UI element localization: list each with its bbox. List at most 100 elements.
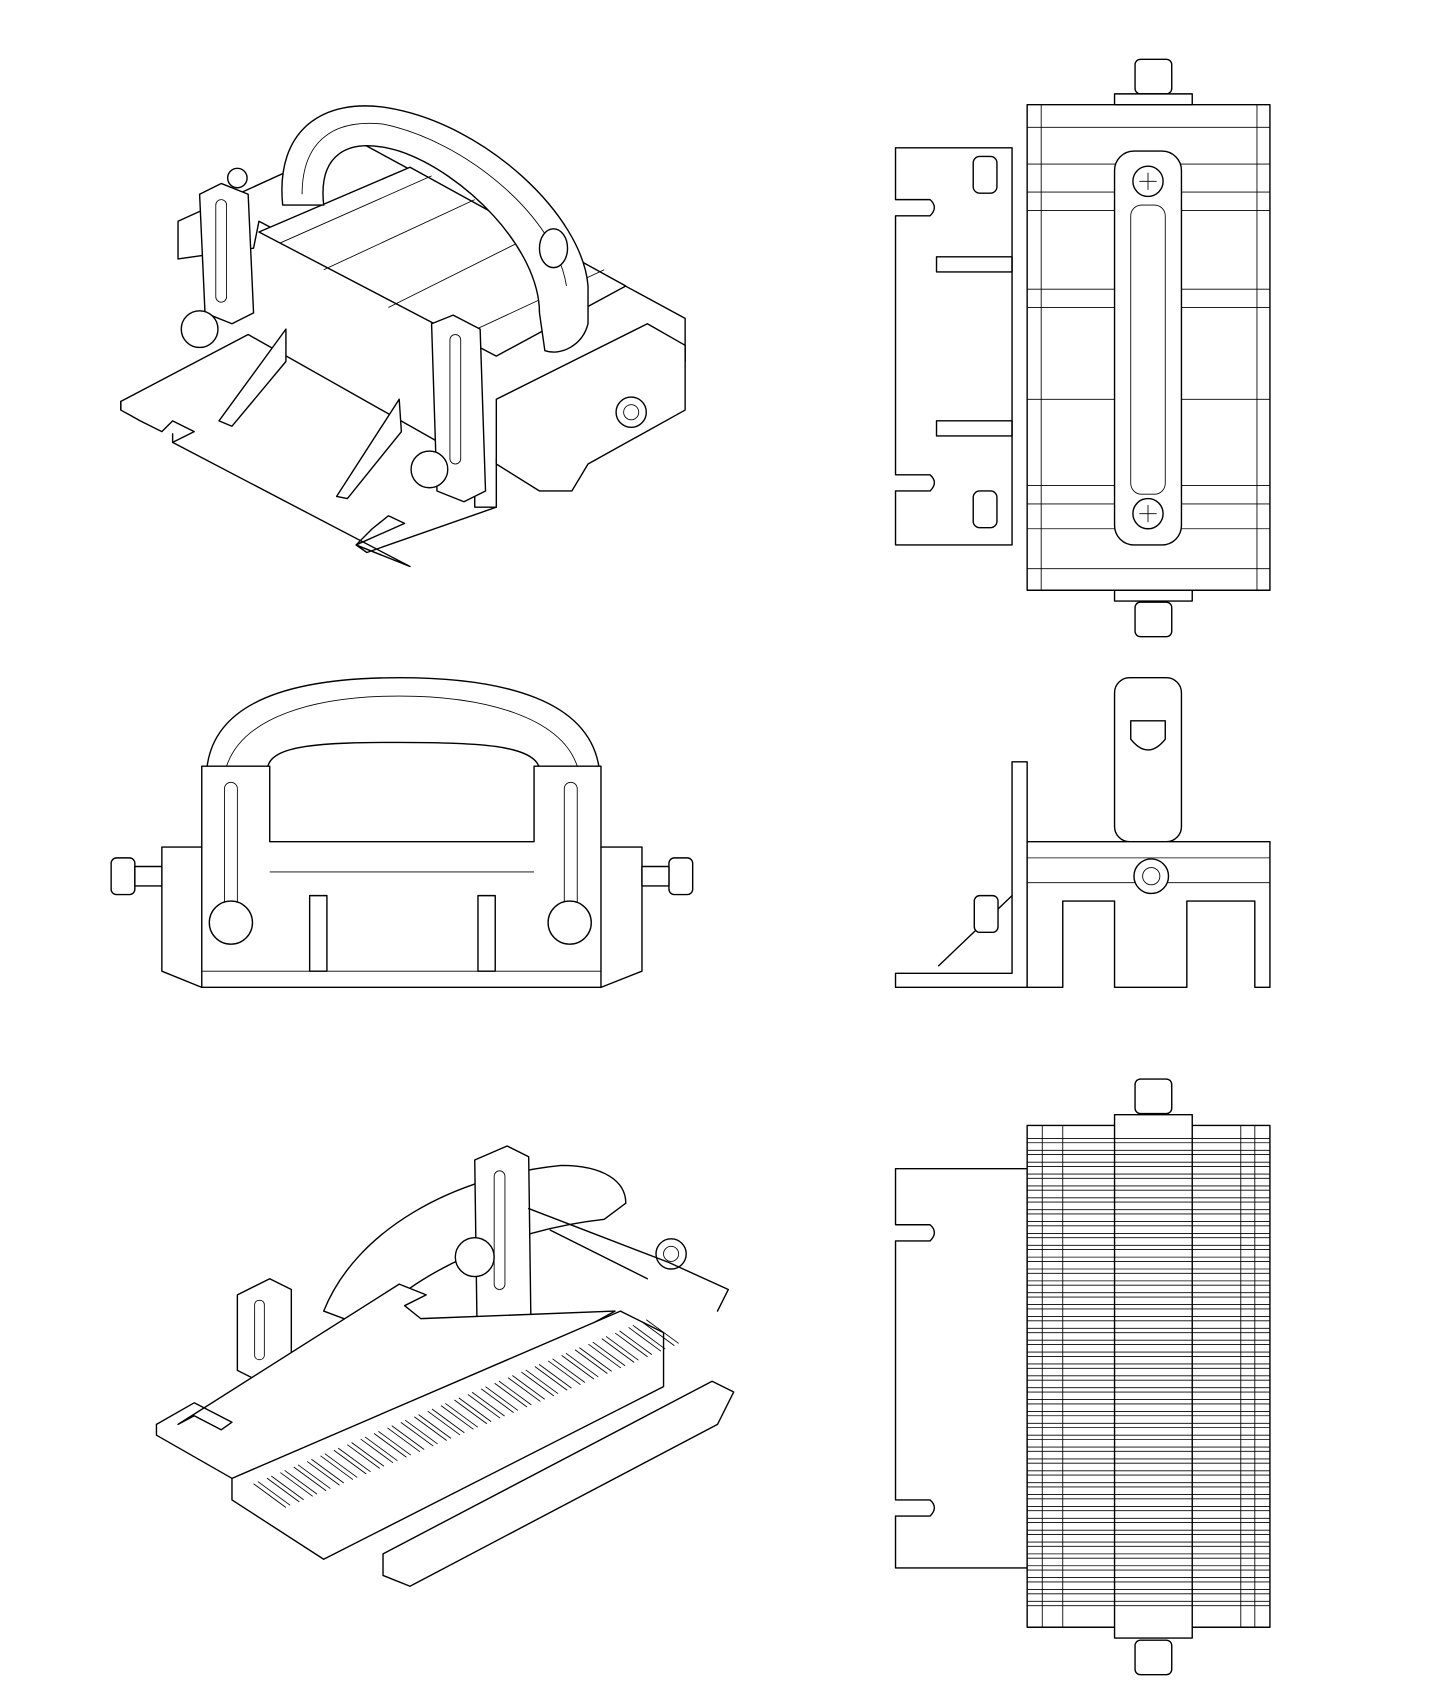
isometric-bottom-view <box>155 1145 735 1587</box>
rib <box>628 1324 666 1352</box>
rib <box>1027 1565 1270 1571</box>
rib <box>414 1414 452 1441</box>
rib <box>1027 1221 1270 1227</box>
rib <box>507 1375 545 1402</box>
rib <box>588 1341 626 1369</box>
rib <box>387 1425 425 1453</box>
rib <box>1027 1268 1270 1274</box>
base-plate <box>894 1167 1028 1569</box>
rib <box>1027 1529 1270 1535</box>
rib <box>1027 1173 1270 1179</box>
lower-rail <box>382 1380 735 1587</box>
rib <box>454 1397 492 1425</box>
side-view <box>894 676 1271 989</box>
body <box>201 765 602 989</box>
side-rail <box>495 323 686 492</box>
rib <box>641 1319 679 1346</box>
rib <box>266 1475 304 1503</box>
rib <box>547 1358 586 1386</box>
rib <box>1027 1422 1270 1429</box>
rib <box>1027 1280 1270 1286</box>
thumb-screw-top <box>1134 1078 1173 1115</box>
lock-knob <box>454 1237 495 1278</box>
rib <box>1027 1327 1270 1334</box>
upright-bracket <box>474 1145 532 1328</box>
thumb-screw-top <box>226 167 248 189</box>
rib <box>440 1403 479 1430</box>
gusset-left <box>218 328 287 427</box>
rib <box>333 1447 371 1475</box>
rib <box>1027 1316 1270 1322</box>
rib <box>467 1391 505 1419</box>
rib <box>1027 1387 1270 1393</box>
handle-hole <box>1130 720 1166 751</box>
knob-left-top <box>972 155 998 194</box>
rib <box>1027 1505 1270 1512</box>
knob <box>973 894 999 934</box>
rib <box>1027 1292 1270 1298</box>
thumb-screw <box>1133 858 1170 895</box>
top-view <box>894 58 1271 638</box>
thumb-screw-bottom <box>1134 601 1173 638</box>
bottom-view <box>894 1078 1271 1676</box>
handle-post <box>1113 676 1183 843</box>
rib <box>574 1347 612 1374</box>
rib <box>480 1386 519 1413</box>
rib <box>427 1408 465 1436</box>
rib <box>293 1464 331 1492</box>
rib <box>1027 1137 1270 1144</box>
right-bracket <box>430 314 487 503</box>
handle <box>1113 150 1183 546</box>
rib <box>1027 1304 1270 1310</box>
base-angle <box>894 761 1028 989</box>
rib <box>1027 1185 1270 1191</box>
lock-knob-left <box>180 310 219 349</box>
rib <box>280 1470 318 1497</box>
lock-knob-right <box>410 450 449 489</box>
handle <box>281 105 589 353</box>
rib <box>1027 1161 1270 1167</box>
top-channel <box>258 166 627 357</box>
rib <box>601 1336 639 1363</box>
iso-ribs <box>253 1319 679 1508</box>
handle-hole <box>538 228 569 269</box>
front-view <box>110 676 694 989</box>
rib <box>1027 1600 1270 1607</box>
thumb-screw-right <box>668 857 694 896</box>
rib <box>1027 1351 1270 1357</box>
lock-knob-left <box>208 900 254 945</box>
rib <box>494 1380 532 1408</box>
rib <box>1027 1244 1270 1251</box>
thumb-screw <box>655 1238 687 1270</box>
rib <box>1027 1553 1270 1559</box>
rib-bed <box>231 1310 665 1560</box>
rib <box>1027 1517 1270 1524</box>
rib <box>320 1453 358 1480</box>
rib <box>1027 1375 1270 1381</box>
rib <box>1027 1541 1270 1547</box>
rib <box>1027 1577 1270 1583</box>
rib <box>1027 1494 1270 1500</box>
thumb-screw-bottom <box>1134 1639 1173 1676</box>
rib <box>360 1436 398 1464</box>
body <box>1026 840 1271 989</box>
bottom-ribs <box>1027 1137 1270 1607</box>
thumb-screw-left <box>110 857 136 896</box>
thumb-screw-top <box>1134 58 1173 95</box>
gusset-right <box>335 398 403 500</box>
rib <box>1027 1149 1270 1156</box>
rib <box>1027 1197 1270 1203</box>
rib <box>1027 1363 1270 1369</box>
rib <box>1027 1458 1270 1464</box>
rib <box>1027 1399 1270 1405</box>
rib <box>1027 1256 1270 1262</box>
rib <box>1027 1482 1270 1488</box>
rib <box>400 1419 438 1447</box>
base-plate <box>894 147 1013 546</box>
rib <box>1027 1434 1270 1440</box>
rib <box>561 1352 599 1380</box>
rib <box>1027 1232 1270 1239</box>
rib <box>373 1430 412 1458</box>
rib <box>253 1481 291 1508</box>
